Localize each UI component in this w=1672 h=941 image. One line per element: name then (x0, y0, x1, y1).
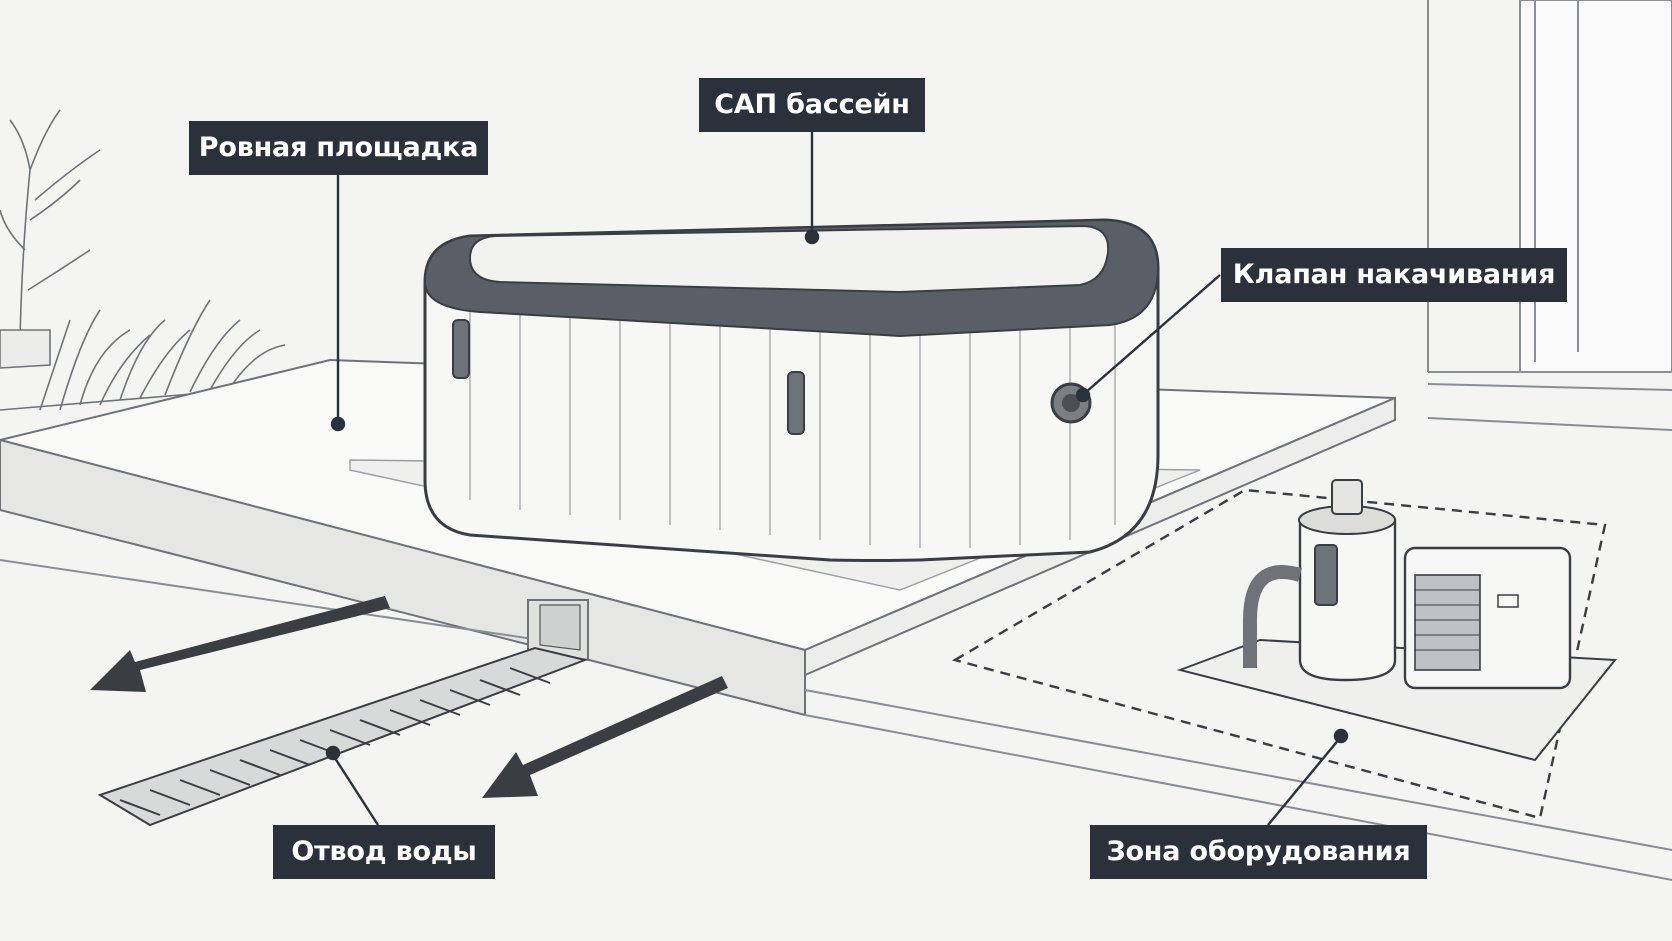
pool-handle-left (452, 319, 470, 379)
equipment-zone (951, 479, 1617, 820)
pool-handle-center (787, 371, 805, 435)
flow-arrows (90, 596, 728, 798)
label-level-platform: Ровная площадка (189, 121, 488, 175)
pool-illustration (423, 218, 1160, 562)
label-inflation-valve: Клапан накачивания (1221, 248, 1567, 302)
ground-lines (0, 559, 1672, 881)
label-water-drain: Отвод воды (273, 825, 495, 879)
label-equipment-zone: Зона оборудования (1090, 825, 1427, 879)
flow-arrow-right (482, 676, 728, 798)
drain-channel (97, 599, 589, 827)
house-wall (1427, 0, 1672, 431)
flow-arrow-left (90, 596, 390, 692)
label-sup-pool: САП бассейн (699, 78, 925, 132)
leader-lines (325, 132, 1349, 826)
